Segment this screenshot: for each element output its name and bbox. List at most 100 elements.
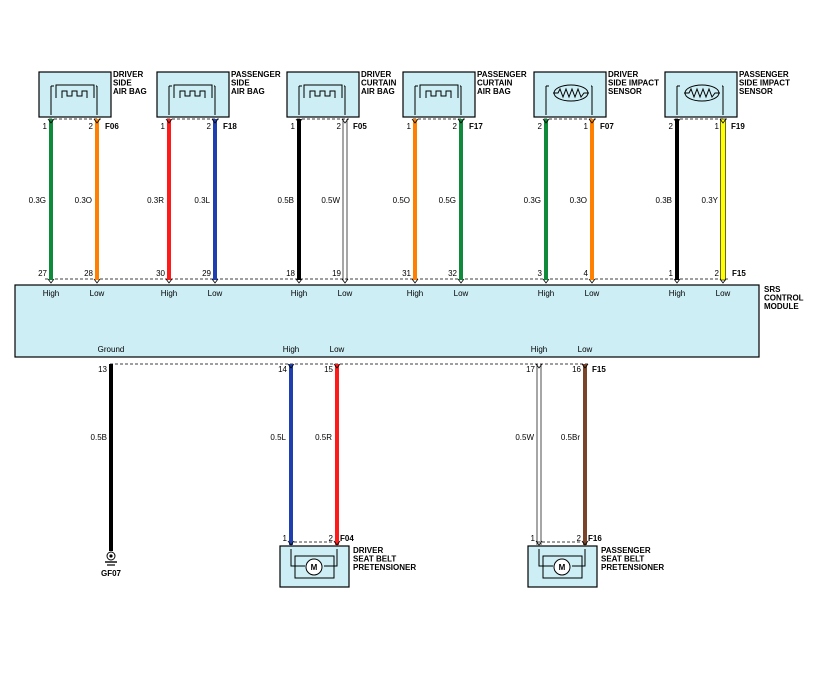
wire-gauge-label: 0.5W	[515, 433, 534, 442]
module-signal-label: Low	[578, 345, 593, 354]
component-pin-number: 1	[43, 122, 48, 131]
pin-arrow-module-1-0	[165, 278, 173, 284]
wire-gauge-label: 0.5Br	[561, 433, 580, 442]
component-name-5: SIDE IMPACT	[739, 79, 790, 88]
wire-gauge-label: 0.3L	[194, 196, 210, 205]
pin-arrow-module-bottom-0-0	[287, 363, 295, 369]
wire-gauge-label: 0.3Y	[702, 196, 719, 205]
pin-arrow-pretensioner-1-0	[535, 540, 543, 546]
component-box-2	[286, 71, 360, 118]
component-pin-number: 2	[669, 122, 674, 131]
pretensioner-frame-1	[542, 555, 583, 579]
airbag-squib-icon-2	[309, 90, 336, 98]
module-signal-label: High	[407, 289, 423, 298]
pin-arrow-module-bottom-1-1	[581, 363, 589, 369]
module-pin-number: 29	[202, 269, 211, 278]
pretensioner-pin-number: 2	[329, 534, 334, 543]
pretensioner-connector-label-0: F04	[340, 534, 354, 543]
pin-arrow-module-3-1	[457, 278, 465, 284]
component-name-3: CURTAIN	[477, 79, 513, 88]
module-signal-label: High	[43, 289, 59, 298]
pretensioner-lead-left-1	[538, 549, 553, 567]
pin-arrow-top-2-0	[295, 118, 303, 124]
component-name-1: AIR BAG	[231, 87, 265, 96]
wire-gauge-label: 0.3O	[75, 196, 92, 205]
pin-arrow-top-1-0	[165, 118, 173, 124]
component-name-5: PASSENGER	[739, 70, 789, 79]
module-signal-label: High	[538, 289, 554, 298]
module-ground-label: Ground	[98, 345, 125, 354]
module-signal-label: High	[161, 289, 177, 298]
component-name-0: SIDE	[113, 79, 132, 88]
pin-arrow-top-5-1	[719, 118, 727, 124]
module-pin-number: 17	[526, 365, 535, 374]
pretensioner-connector-label-1: F16	[588, 534, 602, 543]
component-connector-label-4: F07	[600, 122, 614, 131]
component-pin-number: 1	[161, 122, 166, 131]
pretensioner-pin-number: 1	[283, 534, 288, 543]
ground-module-pin: 13	[98, 365, 107, 374]
pretensioner-pin-number: 2	[577, 534, 582, 543]
pretensioner-frame-0	[294, 555, 335, 579]
component-pin-number: 2	[538, 122, 543, 131]
wire-gauge-label: 0.3R	[147, 196, 164, 205]
pretensioner-name-1: PASSENGER	[601, 546, 651, 555]
wire-gauge-label: 0.3G	[524, 196, 541, 205]
airbag-squib-icon-3	[425, 90, 452, 98]
module-pin-number: 2	[715, 269, 720, 278]
component-name-2: DRIVER	[361, 70, 391, 79]
module-signal-label: High	[291, 289, 307, 298]
component-pin-number: 1	[715, 122, 720, 131]
component-connector-label-5: F19	[731, 122, 745, 131]
component-name-4: SIDE IMPACT	[608, 79, 659, 88]
module-pin-number: 3	[538, 269, 543, 278]
module-pin-number: 4	[584, 269, 589, 278]
airbag-element-frame-1	[173, 84, 213, 98]
pin-arrow-top-4-1	[588, 118, 596, 124]
module-bottom-connector-label: F15	[592, 365, 606, 374]
pretensioner-name-0: PRETENSIONER	[353, 563, 416, 572]
airbag-element-frame-2	[303, 84, 343, 98]
airbag-squib-icon-0	[61, 90, 88, 98]
component-pin-number: 2	[453, 122, 458, 131]
module-pin-number: 31	[402, 269, 411, 278]
pretensioner-name-1: PRETENSIONER	[601, 563, 664, 572]
pretensioner-lead-left-0	[290, 549, 305, 567]
component-name-2: CURTAIN	[361, 79, 397, 88]
srs-control-module-label: CONTROL	[764, 294, 804, 303]
component-box-1	[156, 71, 230, 118]
pin-arrow-module-4-0	[542, 278, 550, 284]
pretensioner-name-0: DRIVER	[353, 546, 383, 555]
pin-arrow-top-4-0	[542, 118, 550, 124]
motor-icon-0	[305, 558, 323, 576]
module-pin-number: 28	[84, 269, 93, 278]
ground-wire-gauge: 0.5B	[91, 433, 107, 442]
module-pin-number: 18	[286, 269, 295, 278]
pin-arrow-top-2-1	[341, 118, 349, 124]
pin-arrow-module-2-0	[295, 278, 303, 284]
pin-arrow-module-1-1	[211, 278, 219, 284]
component-name-3: AIR BAG	[477, 87, 511, 96]
pin-arrow-module-3-0	[411, 278, 419, 284]
component-connector-label-2: F05	[353, 122, 367, 131]
component-pin-number: 1	[584, 122, 589, 131]
module-pin-number: 1	[669, 269, 674, 278]
module-pin-number: 15	[324, 365, 333, 374]
module-signal-label: Low	[330, 345, 345, 354]
module-pin-number: 27	[38, 269, 47, 278]
module-signal-label: Low	[454, 289, 469, 298]
pin-arrow-pretensioner-0-0	[287, 540, 295, 546]
pin-arrow-top-3-1	[457, 118, 465, 124]
module-pin-number: 30	[156, 269, 165, 278]
wire-gauge-label: 0.5R	[315, 433, 332, 442]
wire-gauge-label: 0.3B	[656, 196, 672, 205]
wire-5-1	[720, 118, 726, 281]
srs-control-module-box	[14, 284, 760, 358]
component-pin-number: 1	[291, 122, 296, 131]
module-signal-label: Low	[208, 289, 223, 298]
pin-arrow-module-5-1	[719, 278, 727, 284]
srs-control-module-label: SRS	[764, 285, 781, 294]
impact-sensor-resistor-icon-5	[684, 87, 720, 99]
motor-icon-1	[553, 558, 571, 576]
